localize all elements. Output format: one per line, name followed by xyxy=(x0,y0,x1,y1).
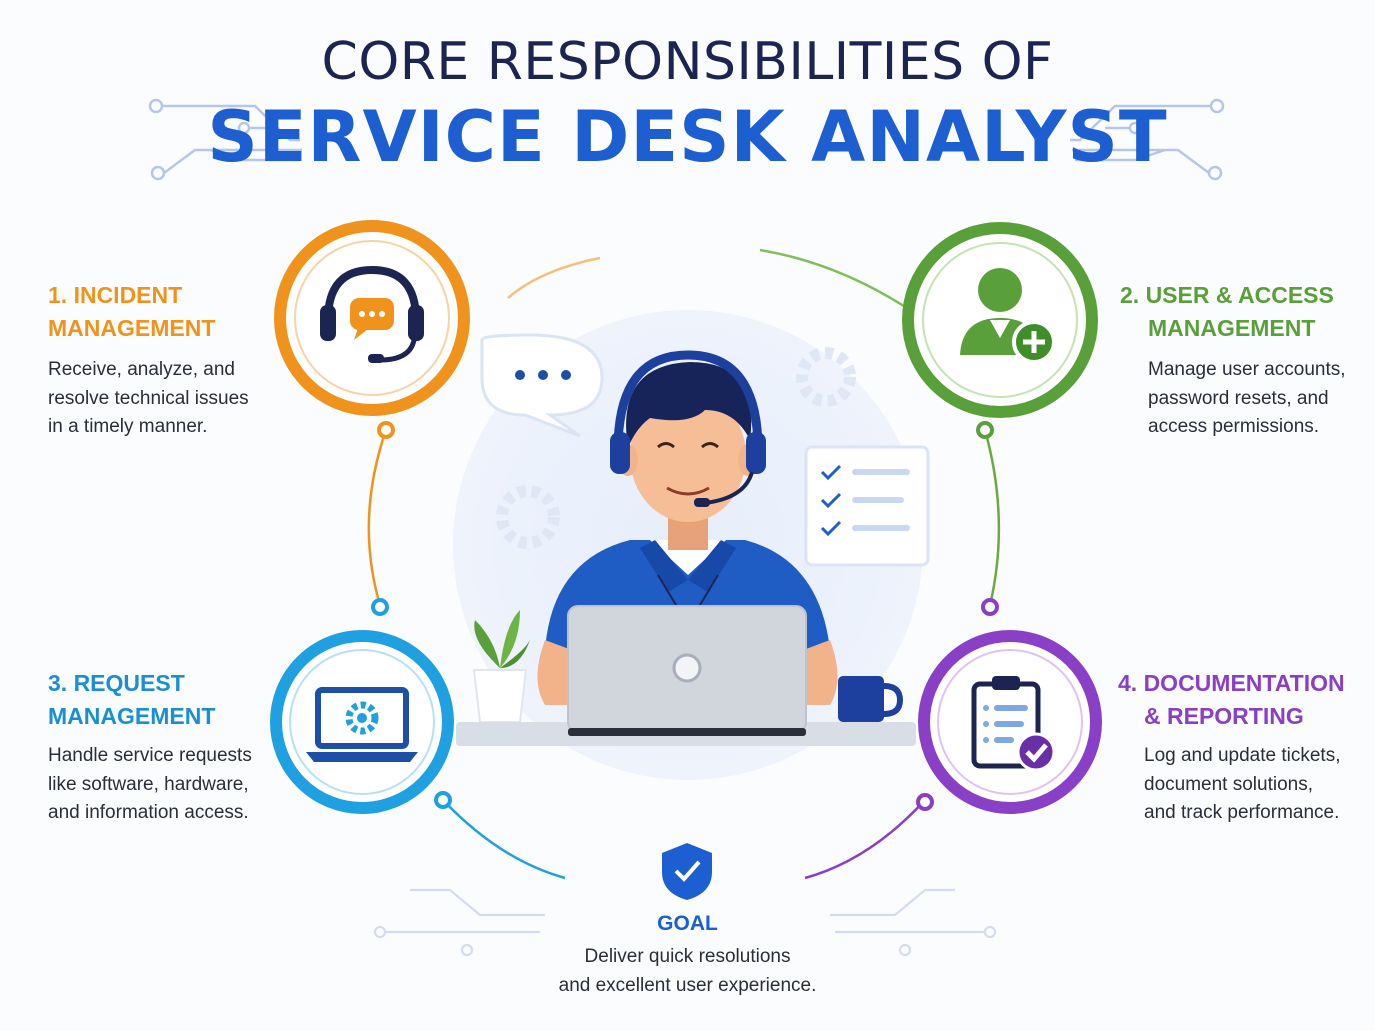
checklist-card xyxy=(804,445,930,567)
user-access-description: Manage user accounts, password resets, a… xyxy=(1148,359,1346,437)
goal-description: Deliver quick resolutions and excellent … xyxy=(558,946,817,996)
incident-heading: 1. INCIDENT MANAGEMENT xyxy=(48,282,216,341)
analyst-illustration xyxy=(456,333,930,746)
speech-bubble-icon xyxy=(480,333,604,438)
documentation-heading: 4. DOCUMENTATION & REPORTING xyxy=(1118,670,1345,729)
laptop-gear-icon xyxy=(306,687,418,762)
title-line-1: CORE RESPONSIBILITIES OF xyxy=(321,32,1054,92)
clipboard-check-icon xyxy=(971,676,1056,772)
circuit-decoration-right xyxy=(1070,98,1225,181)
request-description: Handle service requests like software, h… xyxy=(48,745,252,823)
shield-check-icon xyxy=(662,843,712,900)
incident-description: Receive, analyze, and resolve technical … xyxy=(48,359,249,437)
plant-icon xyxy=(472,610,530,723)
circuit-decoration-left xyxy=(148,98,302,181)
mug-icon xyxy=(838,676,904,722)
request-heading: 3. REQUEST MANAGEMENT xyxy=(48,670,216,729)
circuit-decoration-bottom xyxy=(373,888,997,957)
documentation-circle xyxy=(918,630,1102,814)
documentation-description: Log and update tickets, document solutio… xyxy=(1144,745,1341,823)
headset-chat-icon xyxy=(320,265,424,363)
incident-circle xyxy=(274,220,470,416)
request-circle xyxy=(270,630,454,814)
user-access-heading: 2. USER & ACCESS MANAGEMENT xyxy=(1120,282,1334,341)
title-line-2: SERVICE DESK ANALYST xyxy=(207,96,1168,178)
gear-icon xyxy=(496,347,856,549)
user-add-icon xyxy=(960,268,1056,364)
laptop-icon xyxy=(567,605,807,736)
user-access-circle xyxy=(902,222,1098,418)
goal-title: GOAL xyxy=(657,912,718,935)
